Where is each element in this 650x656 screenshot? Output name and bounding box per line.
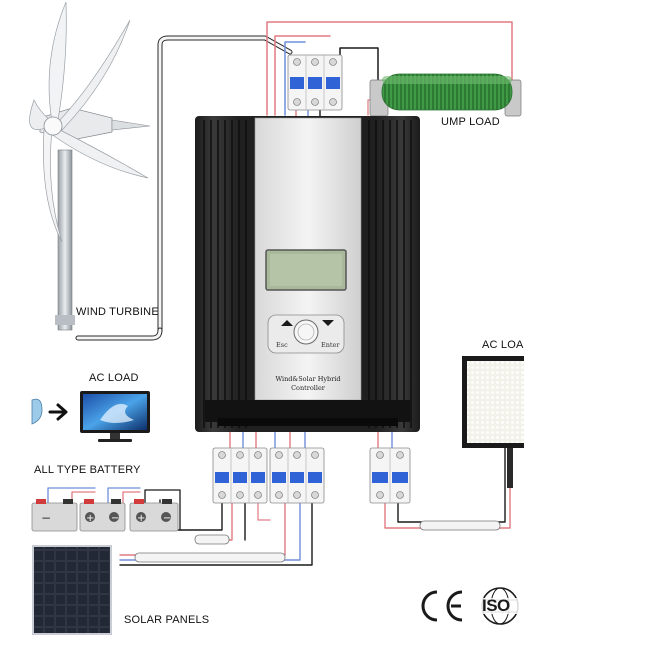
battery-circuit-breaker [212,447,268,504]
ac-load-right-label: AC LOA [482,339,524,351]
hybrid-controller: Esc Enter Wind&Solar Hybrid Controller [195,116,420,432]
minus-terminal-icon: − [41,511,51,525]
acload-cable-sleeve [419,520,501,531]
arrow-right-icon [48,403,68,421]
solar-cable-sleeve [134,552,286,563]
plus-terminal-icon: + [86,513,94,524]
ac-load-left-label: AC LOAD [89,372,139,384]
controller-title-line1: Wind&Solar Hybrid [275,375,340,383]
solar-circuit-breaker [269,447,325,504]
minus-terminal-icon: − [163,513,171,524]
minus-terminal-icon: − [111,513,119,524]
down-arrow-icon[interactable] [322,320,334,326]
battery-3: + − [129,499,179,532]
turbine-blade [43,129,63,243]
acload-circuit-breaker [369,447,411,504]
battery-label: ALL TYPE BATTERY [34,464,141,476]
battery-1: − [31,499,78,532]
ac-load-left [31,391,150,442]
turbine-blade [55,19,131,131]
bulb-icon [31,398,43,425]
up-arrow-icon[interactable] [281,320,293,326]
battery-2: + − [79,499,126,532]
esc-key-label[interactable]: Esc [276,341,288,349]
battery-cable-sleeve [194,534,230,545]
dump-load-label: UMP LOAD [441,116,500,128]
wind-turbine-label: WIND TURBINE [76,306,159,318]
dump-load-wire [266,21,513,116]
keypad: Esc Enter [267,314,345,354]
wind-turbine [29,1,151,331]
iso-text: ISO [482,596,510,615]
plus-terminal-icon: + [137,513,145,524]
turbine-hub [43,116,63,136]
enter-key-label[interactable]: Enter [321,341,340,349]
solar-panels-label: SOLAR PANELS [124,614,210,626]
turbine-blade [53,127,149,179]
dump-load-resistor [369,73,522,117]
iso-mark [480,587,524,625]
center-button[interactable] [293,319,319,345]
wiring [47,21,513,566]
solar-panel [32,545,112,635]
turbine-blade [48,1,67,123]
top-circuit-breaker [287,54,343,111]
battery-bank: − + − + − [31,499,179,532]
ac-load-right-led-panel [462,356,524,488]
ce-mark [421,590,463,622]
controller-title-line2: Controller [291,384,326,392]
